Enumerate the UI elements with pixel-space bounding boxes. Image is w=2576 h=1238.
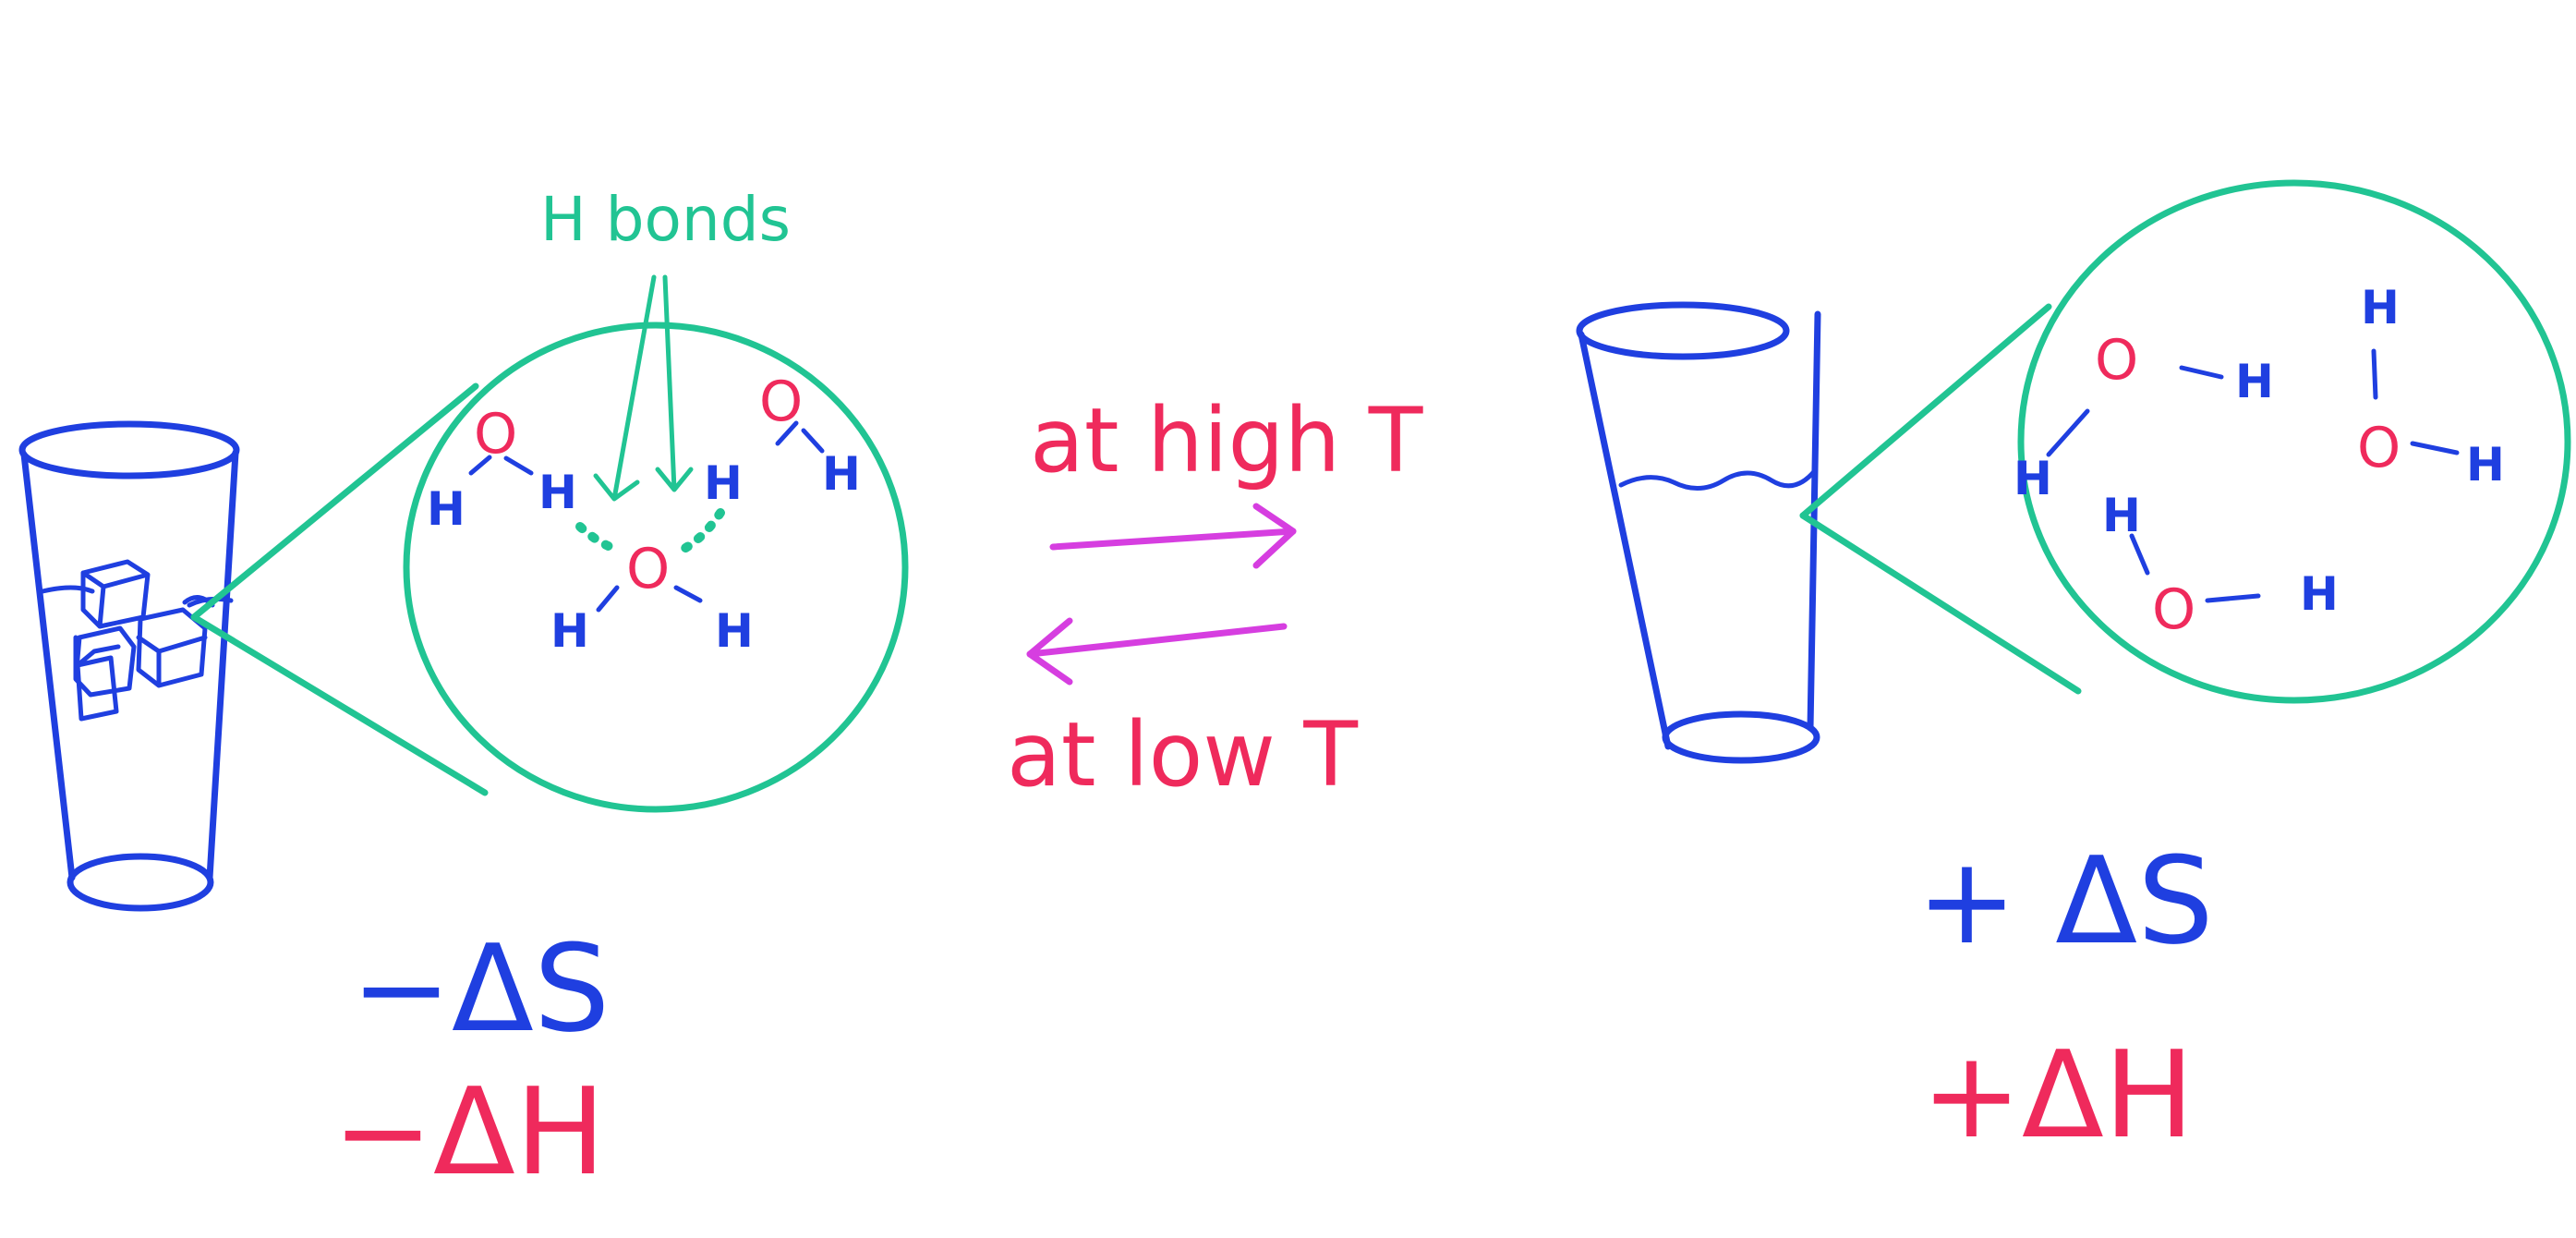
atom-h: H xyxy=(704,456,743,510)
reverse-arrow-label: at low T xyxy=(1007,703,1358,807)
ice-cubes xyxy=(73,559,208,722)
atom-o: O xyxy=(2095,328,2138,393)
atom-h: H xyxy=(2300,567,2339,621)
atom-h: H xyxy=(2466,438,2505,492)
atom-o: O xyxy=(474,402,517,467)
ice-entropy-label: −ΔS xyxy=(351,918,610,1059)
ice-covalent-bonds xyxy=(468,420,825,613)
atom-h: H xyxy=(427,482,466,536)
water-atoms: O H H H O H H O H xyxy=(2014,281,2505,642)
ice-molecule-circle xyxy=(403,322,909,813)
atom-h: H xyxy=(2361,281,2400,334)
ice-magnify-lines xyxy=(190,382,489,796)
atom-o: O xyxy=(2152,577,2195,642)
water-entropy-label: + ΔS xyxy=(1917,831,2214,971)
atom-o: O xyxy=(2357,416,2401,480)
ice-atoms: O H H O H H O H H xyxy=(427,370,861,658)
ice-hydrogen-bonds xyxy=(575,508,725,556)
atom-o: O xyxy=(759,370,803,434)
water-molecule-circle xyxy=(2017,179,2571,704)
atom-h: H xyxy=(715,604,754,658)
atom-h: H xyxy=(550,604,589,658)
h-bond-pointer-arrows xyxy=(593,274,694,502)
water-magnify-lines xyxy=(1799,303,2082,695)
atom-o: O xyxy=(626,537,670,601)
atom-h: H xyxy=(538,466,577,519)
water-covalent-bonds xyxy=(2046,348,2460,603)
ice-enthalpy-label: −ΔH xyxy=(333,1062,606,1202)
forward-arrow xyxy=(1049,503,1297,569)
atom-h: H xyxy=(2014,452,2052,505)
water-glass xyxy=(1576,301,1821,764)
reverse-arrow xyxy=(1026,617,1288,686)
forward-arrow-label: at high T xyxy=(1030,389,1423,492)
water-enthalpy-label: +ΔH xyxy=(1921,1025,2195,1165)
atom-h: H xyxy=(2102,489,2141,542)
atom-h: H xyxy=(2235,355,2274,408)
atom-h: H xyxy=(822,447,861,501)
ice-glass xyxy=(18,420,240,912)
h-bonds-label: H bonds xyxy=(540,184,791,255)
